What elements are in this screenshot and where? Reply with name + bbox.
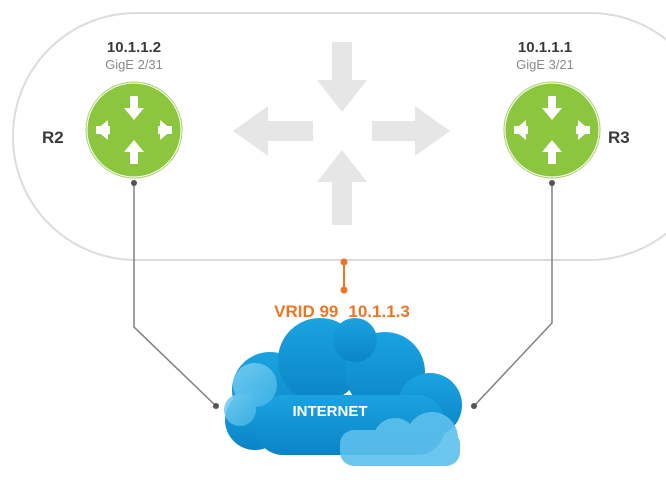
arrow-left-icon [233, 106, 313, 156]
link-r2-cloud-endpoint [213, 403, 219, 409]
arrow-down-icon [317, 42, 367, 112]
vrid-label: VRID 99 10.1.1.3 [274, 302, 410, 321]
link-r3-cloud-endpoint [471, 403, 477, 409]
router-r3-name: R3 [608, 128, 630, 147]
link-r3-endpoint [549, 180, 555, 186]
vrid-id: VRID 99 [274, 302, 338, 321]
router-r3-port: GigE 3/21 [516, 57, 574, 72]
router-r3[interactable] [502, 80, 602, 180]
links [133, 183, 553, 407]
cloud-icon[interactable] [224, 318, 462, 466]
router-r2[interactable] [84, 80, 184, 180]
virtual-router-arrows-icon [233, 42, 450, 225]
link-r2-endpoint [131, 180, 137, 186]
arrow-up-icon [317, 150, 367, 225]
vrid-virtual-ip: 10.1.1.3 [348, 302, 409, 321]
router-r3-ip: 10.1.1.1 [518, 39, 572, 56]
cloud-label: INTERNET [293, 403, 368, 420]
arrow-right-icon [372, 106, 450, 156]
router-icon [96, 96, 172, 164]
router-r2-name: R2 [42, 128, 64, 147]
router-r2-ip: 10.1.1.2 [107, 39, 161, 56]
link-r2-internet [133, 183, 217, 407]
vrrp-group-outline [12, 12, 666, 261]
router-icon [514, 96, 590, 164]
link-r3-internet [473, 183, 553, 407]
vrid-connector [340, 258, 348, 294]
router-r2-port: GigE 2/31 [105, 57, 163, 72]
